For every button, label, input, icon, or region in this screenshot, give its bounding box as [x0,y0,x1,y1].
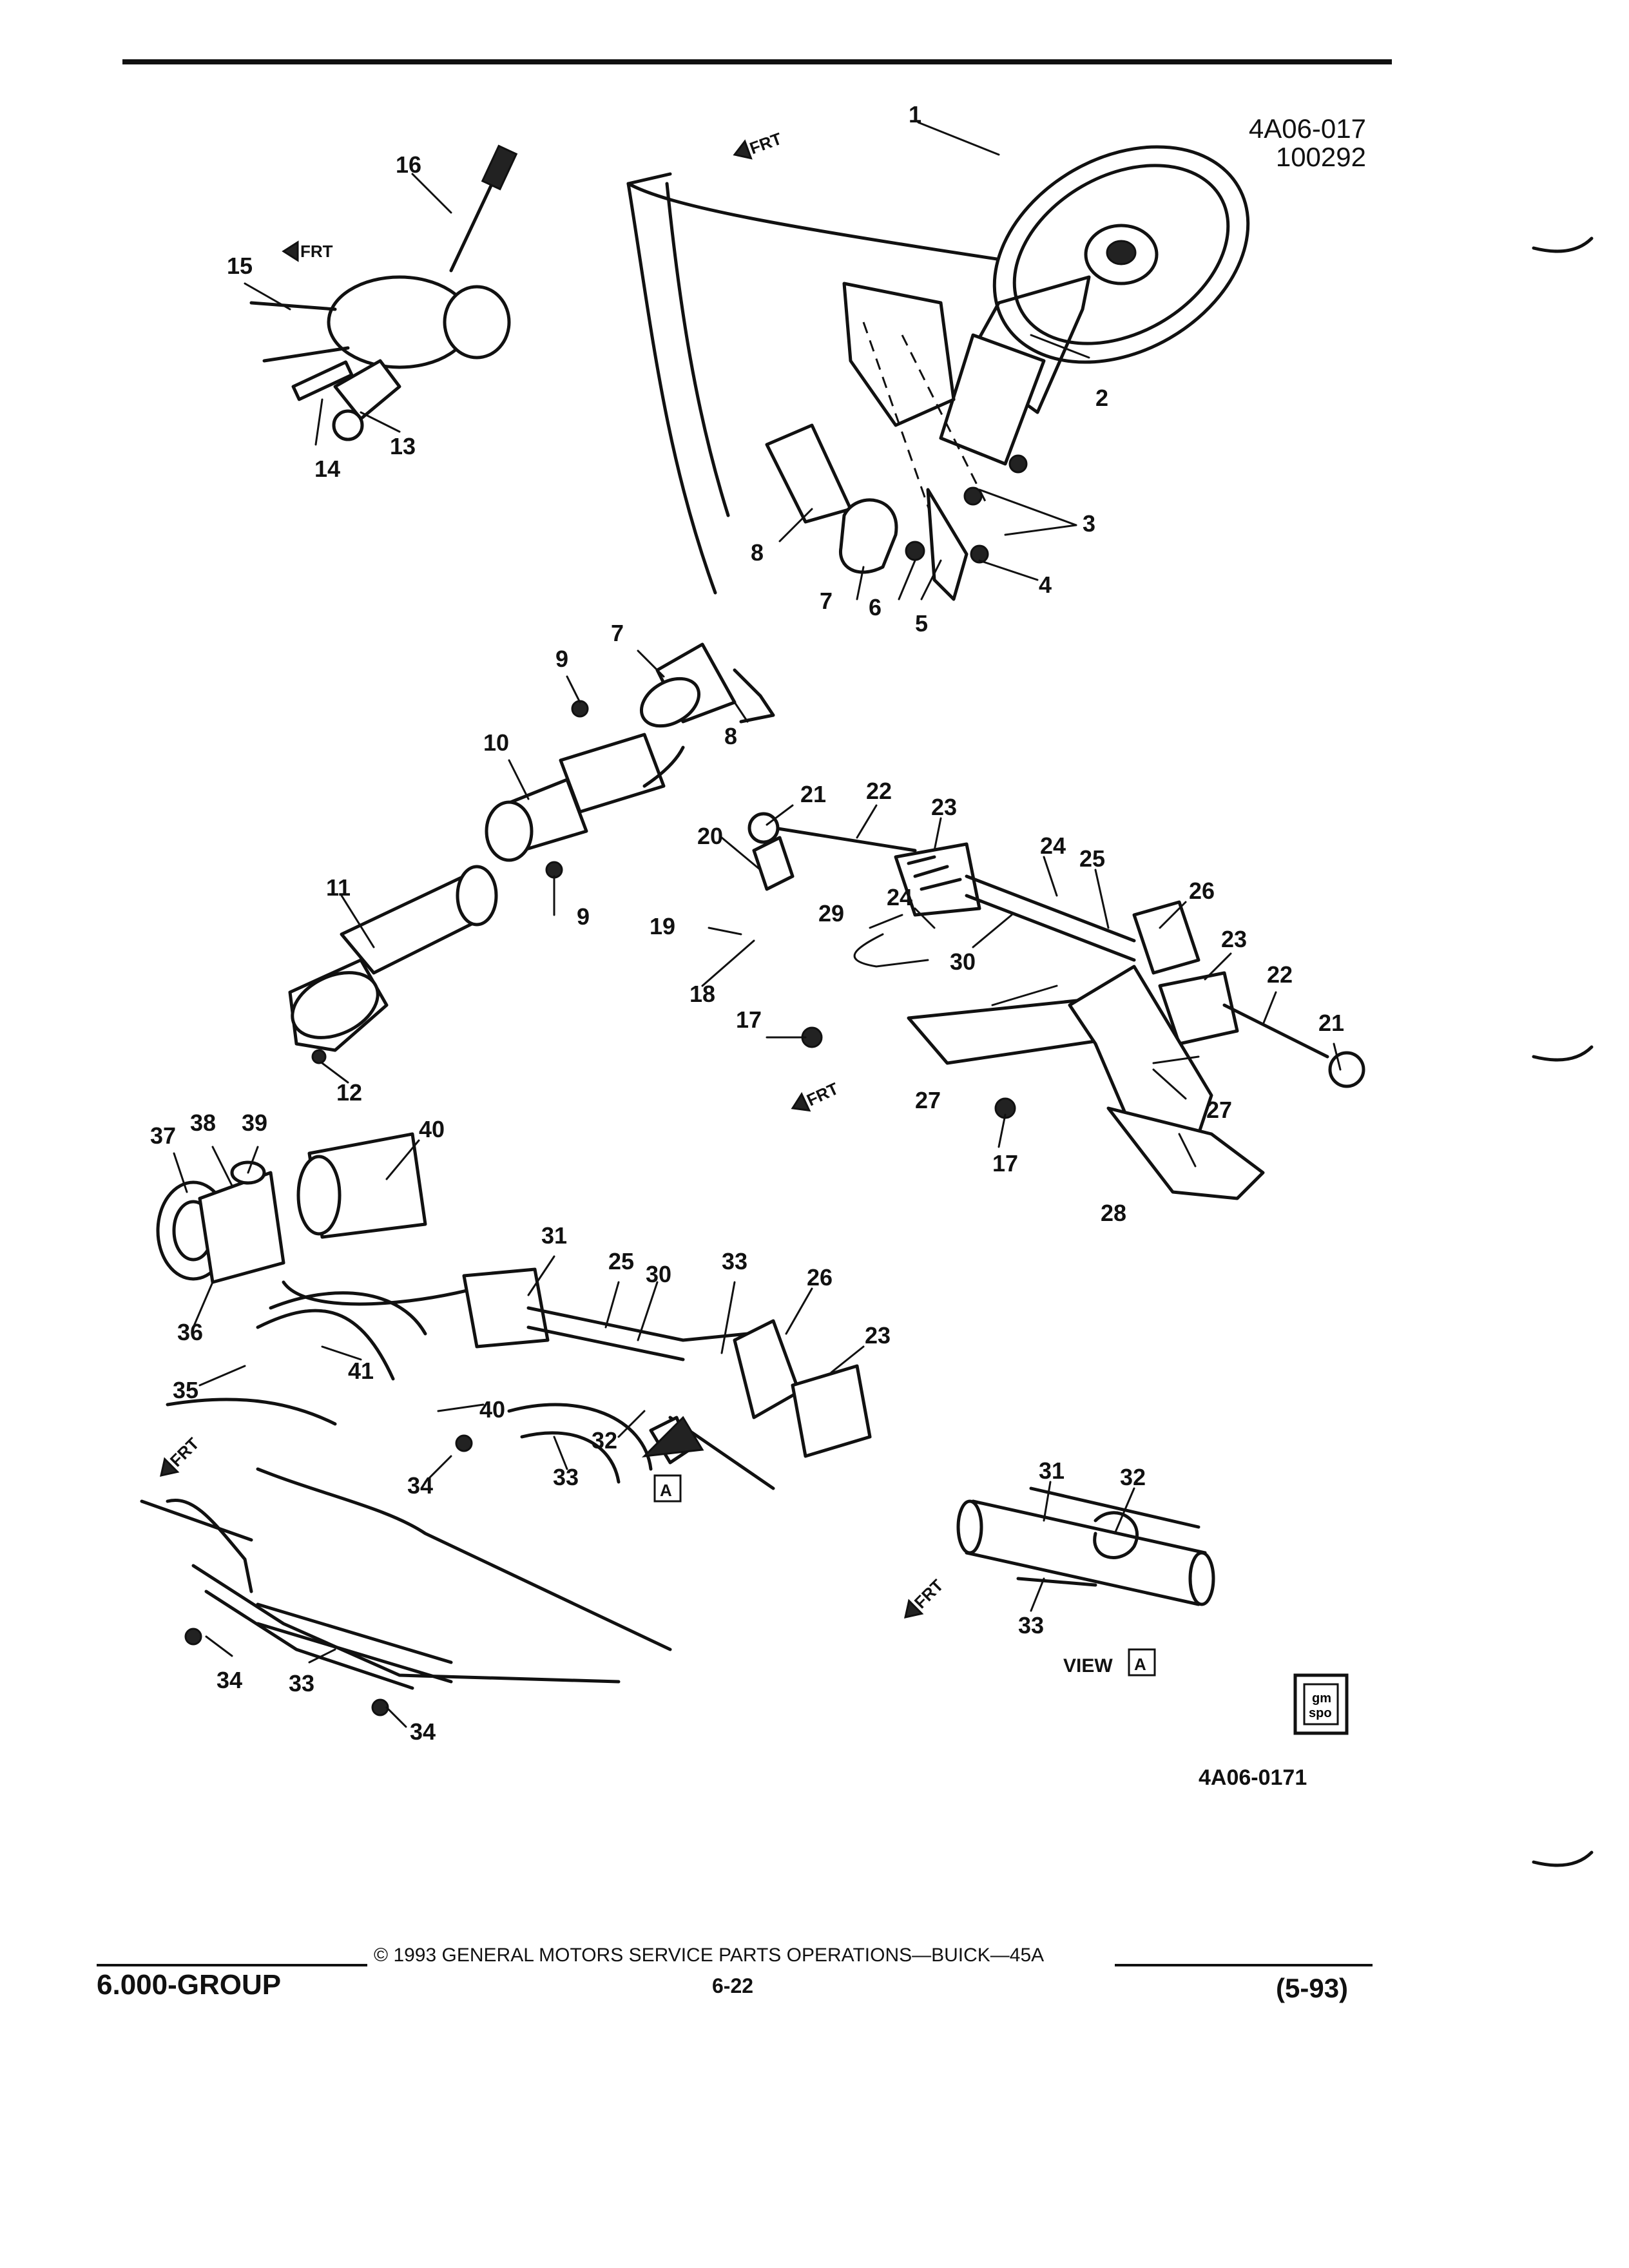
callout-7: 7 [820,588,833,614]
footer-date: (5-93) [1276,1973,1349,2003]
callout-23c: 23 [865,1322,891,1349]
gm-badge-line-2: spo [1309,1706,1332,1720]
view-letter: A [1134,1655,1146,1674]
callouts: 1 2 3 4 5 6 7 8 7 8 9 9 10 11 12 13 14 1… [150,101,1344,1745]
callout-37: 37 [150,1122,176,1149]
callout-32: 32 [592,1427,617,1454]
callout-40b: 40 [479,1396,505,1423]
callout-8b: 8 [724,723,737,749]
footer-group: 6.000-GROUP [97,1969,282,2001]
callout-29: 29 [818,900,844,927]
callout-7b: 7 [611,620,624,646]
callout-5: 5 [915,610,928,637]
callout-34c: 34 [410,1718,436,1745]
callout-10: 10 [483,729,509,756]
footer-rule-left [97,1964,367,1966]
callout-21b: 21 [1318,1010,1344,1036]
footer-copyright: © 1993 GENERAL MOTORS SERVICE PARTS OPER… [374,1945,1045,1966]
callout-24: 24 [1040,832,1066,859]
callout-18: 18 [689,981,715,1007]
frt-label: FRT [300,242,333,261]
callout-33b: 33 [553,1464,579,1490]
power-steering-pump-assembly [140,1132,872,1716]
callout-36: 36 [177,1319,203,1345]
callout-27: 27 [915,1087,941,1113]
callout-33: 33 [722,1248,747,1274]
figure-id-bottom: 4A06-0171 [1199,1765,1307,1790]
leader-lines [173,121,1342,1728]
callout-34b: 34 [217,1667,242,1693]
callout-25: 25 [1079,845,1105,872]
callout-39: 39 [242,1110,267,1136]
callout-33d: 33 [1018,1612,1044,1639]
frt-label: FRT [804,1079,842,1110]
callout-41: 41 [348,1358,374,1384]
callout-32b: 32 [1120,1464,1146,1490]
view-a-label: VIEW A [1063,1648,1156,1677]
callout-12: 12 [336,1079,362,1106]
turn-signal-switch-assembly [249,144,518,441]
gm-spo-badge: gm spo [1293,1673,1349,1735]
frt-arrow-top-left: FRT [282,240,333,262]
frt-arrow-view-a: FRT [904,1575,947,1619]
frt-arrow-rack: FRT [791,1079,842,1112]
callout-27b: 27 [1206,1097,1232,1123]
callout-26: 26 [1189,878,1215,904]
callout-24b: 24 [887,884,912,910]
callout-8: 8 [751,539,764,566]
callout-40: 40 [419,1116,445,1142]
footer-rule-right [1115,1964,1373,1966]
view-a-pointer-letter: A [660,1481,672,1500]
callout-3: 3 [1083,510,1095,537]
callout-33c: 33 [289,1670,314,1696]
callout-28: 28 [1101,1200,1126,1226]
rack-and-pinion-assembly [747,812,1365,1200]
callout-23b: 23 [1221,926,1247,952]
callout-15: 15 [227,253,253,279]
intermediate-shaft-assembly [288,642,775,1064]
top-rule [122,59,1392,64]
callout-38: 38 [190,1110,216,1136]
callout-13: 13 [390,433,416,459]
callout-4: 4 [1039,572,1052,598]
callout-21: 21 [800,781,826,807]
callout-2: 2 [1095,385,1108,411]
frt-arrow-pump: FRT [160,1434,203,1477]
callout-35: 35 [173,1377,198,1403]
callout-6: 6 [869,594,882,620]
callout-30: 30 [950,948,976,975]
figure-id-line-1: 4A06-017 [1248,113,1366,144]
callout-31b: 31 [1039,1457,1065,1484]
callout-11: 11 [326,874,351,901]
callout-31: 31 [541,1222,567,1249]
callout-9: 9 [555,646,568,672]
view-a-pointer: A [641,1416,704,1503]
binding-marks [1532,236,1594,1867]
view-a-detail [956,1486,1215,1606]
callout-20: 20 [697,823,723,849]
frt-arrow-top-center: FRT [733,129,784,160]
callout-17b: 17 [992,1150,1018,1177]
footer-page: 6-22 [712,1974,754,1997]
callout-19: 19 [650,913,675,939]
gm-badge-line-1: gm [1312,1691,1331,1706]
callout-23: 23 [931,794,957,820]
figure-id-line-2: 100292 [1275,142,1366,172]
callout-34: 34 [407,1472,433,1499]
callout-17: 17 [736,1006,762,1033]
callout-30b: 30 [646,1261,671,1287]
callout-22: 22 [866,778,892,804]
steering-wheel-assembly [626,145,1250,601]
callout-1: 1 [909,101,921,128]
callout-26b: 26 [807,1264,833,1291]
callout-22b: 22 [1267,961,1293,988]
frt-label: FRT [747,129,784,159]
view-label: VIEW [1063,1655,1113,1677]
figure-id-top: 4A06-017 100292 [1218,115,1366,171]
callout-25b: 25 [608,1248,634,1274]
callout-9b: 9 [577,903,590,930]
callout-14: 14 [314,456,340,482]
callout-16: 16 [396,151,421,178]
